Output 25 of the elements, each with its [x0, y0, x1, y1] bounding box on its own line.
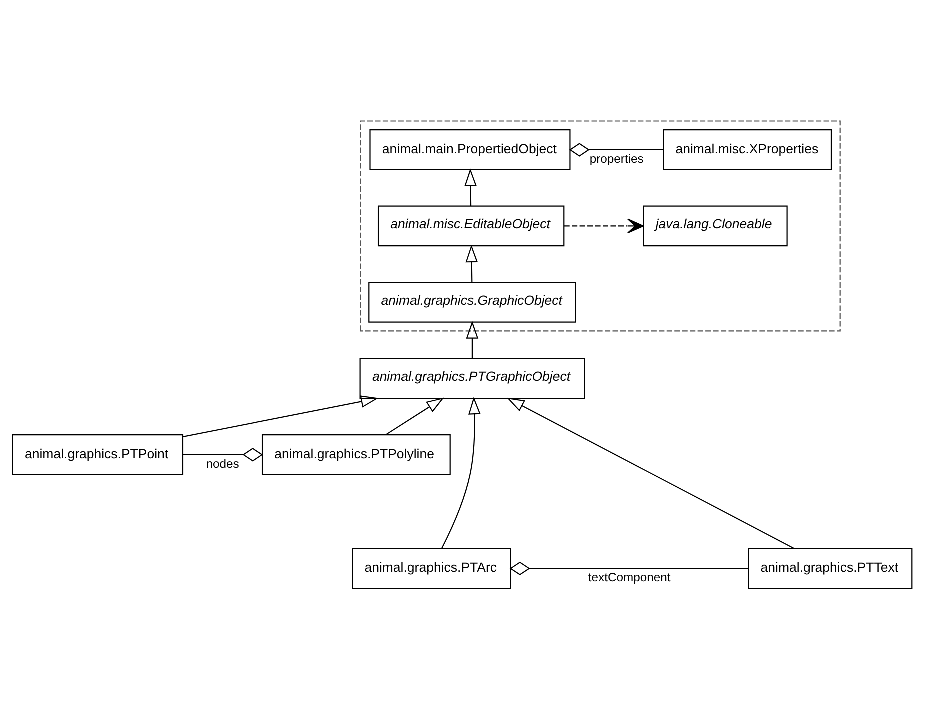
arrow: [464, 168, 477, 206]
connector: [510, 562, 749, 576]
edge-label: textComponent: [588, 570, 671, 585]
node-box: animal.graphics.PTPolyline: [262, 434, 451, 476]
node-box: animal.graphics.GraphicObject: [368, 282, 576, 323]
node-box: animal.main.PropertiedObject: [370, 130, 571, 170]
connector: [569, 143, 664, 157]
node-box: animal.graphics.PTPoint: [12, 434, 184, 476]
node-box: animal.graphics.PTArc: [352, 548, 512, 590]
connector: [183, 448, 264, 462]
edge-label: nodes: [206, 456, 240, 471]
node-box: animal.misc.XProperties: [663, 130, 832, 170]
node-box: animal.misc.EditableObject: [378, 206, 565, 247]
arrow: [183, 396, 379, 438]
arrow: [466, 321, 479, 358]
arrow: [564, 218, 644, 234]
node-box: animal.graphics.PTText: [748, 548, 913, 590]
node-box: java.lang.Cloneable: [643, 206, 788, 247]
arrow: [441, 396, 481, 549]
arrow: [386, 398, 444, 436]
node-box: animal.graphics.PTGraphicObject: [360, 358, 586, 400]
cluster: [360, 120, 841, 332]
edge-label: properties: [590, 152, 644, 166]
arrow: [466, 244, 478, 282]
arrow: [506, 398, 795, 550]
